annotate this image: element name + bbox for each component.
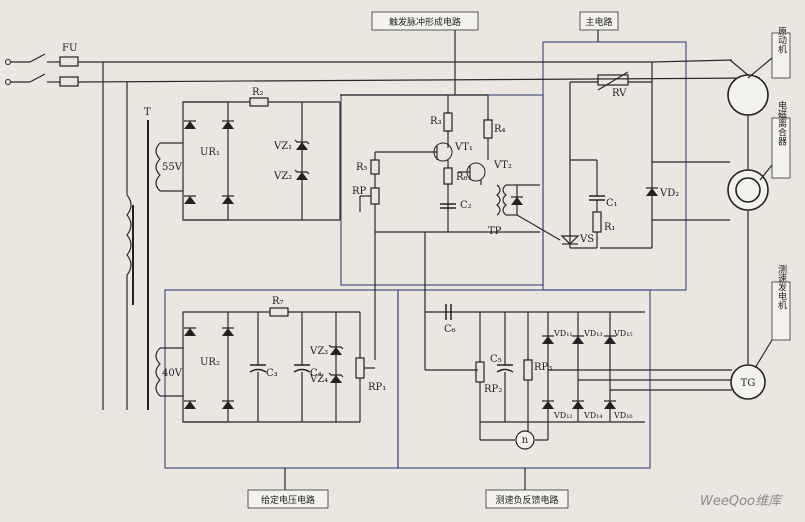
transformer-t — [102, 62, 183, 410]
motor-symbol — [727, 74, 769, 116]
callout-clutch: 电磁离合器 — [771, 99, 791, 179]
callout-feedback: 测速负反馈电路 — [485, 489, 569, 509]
bridge-ur1 — [182, 101, 340, 221]
label-t: T — [144, 107, 151, 118]
label-c2: C₂ — [460, 200, 472, 211]
label-vz4: VZ₄ — [309, 374, 328, 385]
svg-text:触发脉冲形成电路: 触发脉冲形成电路 — [389, 16, 461, 28]
label-vd12: VD₁₂ — [553, 411, 573, 420]
label-ur2: UR₂ — [200, 357, 220, 368]
label-vs: VS — [579, 234, 594, 245]
callout-tachogen: 测速发电机 — [771, 264, 791, 341]
callout-trigger: 触发脉冲形成电路 — [371, 11, 479, 31]
setpoint-circuit — [182, 307, 375, 423]
feedback-block-outline — [397, 289, 651, 469]
label-r1: R₁ — [604, 222, 616, 233]
label-vd14: VD₁₄ — [583, 411, 603, 420]
mains-input — [5, 53, 761, 87]
label-r4: R₄ — [494, 124, 506, 135]
label-vt1: VT₁ — [454, 142, 473, 153]
label-r7: R₇ — [272, 296, 284, 307]
label-vd15: VD₁₅ — [613, 329, 633, 338]
clutch-symbol — [727, 169, 769, 211]
setpoint-block-outline — [164, 289, 399, 469]
watermark: WeeQoo维库 — [700, 494, 783, 509]
label-vd2: VD₂ — [659, 188, 679, 199]
label-c3: C₃ — [266, 368, 278, 379]
label-r6: R₆ — [456, 172, 468, 183]
label-n: n — [522, 435, 529, 446]
label-rp1: RP₁ — [368, 382, 386, 393]
label-vz3: VZ₃ — [309, 346, 328, 357]
label-c4: C₄ — [310, 368, 322, 379]
label-r5: R₅ — [356, 162, 368, 173]
label-rp3: RP₃ — [534, 362, 552, 373]
label-vd11: VD₁₁ — [553, 329, 573, 338]
svg-text:原动机: 原动机 — [776, 26, 787, 54]
label-vt2: VT₂ — [493, 160, 512, 171]
label-tg: TG — [741, 378, 756, 389]
label-r2: R₂ — [252, 87, 264, 98]
label-rp: RP — [352, 186, 367, 197]
label-c5: C₅ — [490, 354, 502, 365]
label-c6: C₆ — [444, 324, 456, 335]
label-fu: FU — [62, 43, 77, 54]
svg-text:测速发电机: 测速发电机 — [776, 264, 787, 310]
label-c1: C₁ — [606, 198, 618, 209]
callout-motor: 原动机 — [771, 26, 791, 79]
label-vz1: VZ₁ — [273, 141, 292, 152]
trigger-circuit — [340, 94, 561, 370]
callout-setpoint: 给定电压电路 — [247, 489, 329, 509]
svg-text:主电路: 主电路 — [585, 16, 612, 28]
label-tp: TP — [488, 226, 502, 237]
svg-text:测速负反馈电路: 测速负反馈电路 — [495, 494, 558, 506]
label-ur1: UR₁ — [200, 147, 220, 158]
main-circuit — [560, 62, 730, 249]
label-vd13: VD₁₃ — [583, 329, 603, 338]
label-vz2: VZ₂ — [273, 171, 292, 182]
feedback-circuit — [425, 304, 732, 450]
label-vd16: VD₁₆ — [613, 411, 633, 420]
svg-text:电磁离合器: 电磁离合器 — [776, 99, 787, 145]
label-rv: RV — [612, 88, 627, 99]
label-rp2: RP₂ — [484, 384, 502, 395]
callout-main: 主电路 — [579, 11, 619, 31]
label-r3: R₃ — [430, 116, 442, 127]
label-55v: 55V — [162, 162, 183, 173]
label-40v: 40V — [162, 368, 183, 379]
svg-text:给定电压电路: 给定电压电路 — [261, 494, 315, 506]
